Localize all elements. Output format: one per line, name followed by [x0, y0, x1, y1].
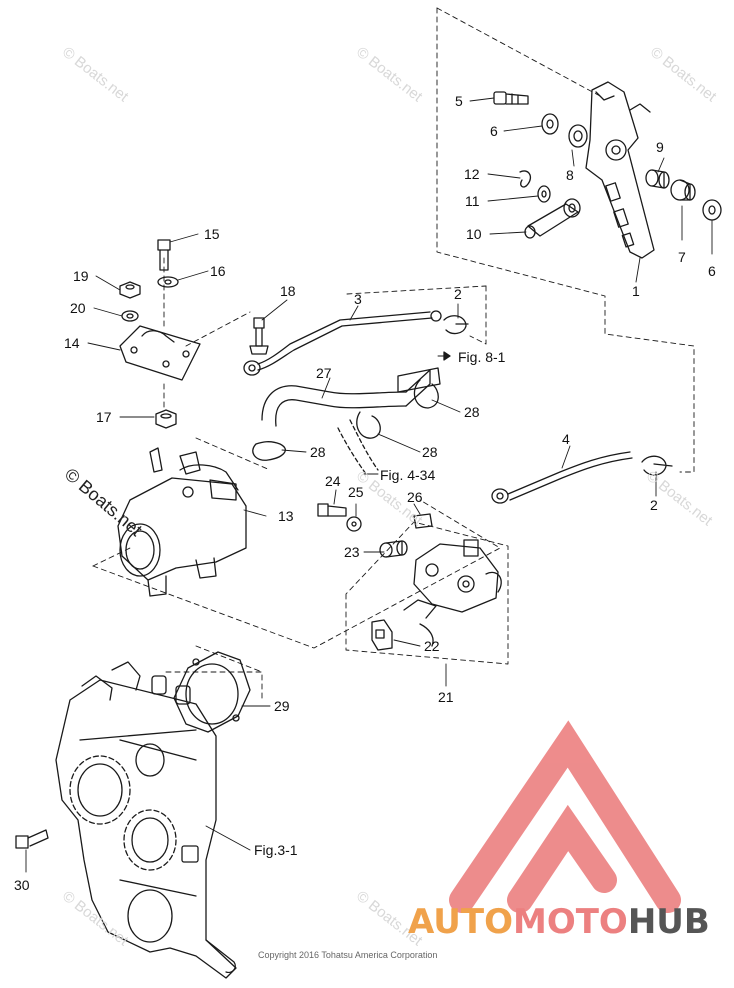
callout-30: 30 [14, 877, 30, 893]
callout-9: 9 [656, 139, 664, 155]
callout-27: 27 [316, 365, 332, 381]
fig-ref-8-1[interactable]: Fig. 8-1 [458, 349, 506, 365]
pad-26 [413, 513, 433, 529]
washer-20 [121, 310, 139, 322]
callout-28a: 28 [464, 404, 480, 420]
clip-12 [519, 170, 532, 188]
callout-23: 23 [344, 544, 360, 560]
automotohub-logo-mark [449, 720, 681, 913]
washer-6b [702, 199, 722, 221]
stud-18 [249, 317, 269, 355]
callout-24: 24 [325, 473, 341, 489]
washer-6a [541, 113, 559, 135]
callout-29: 29 [274, 698, 290, 714]
callout-13: 13 [278, 508, 294, 524]
automotohub-logo-text: AUTOMOTOHUB [408, 902, 710, 942]
throttle-body-13 [117, 447, 247, 597]
callout-26: 26 [407, 489, 423, 505]
bolt-5 [493, 91, 529, 105]
callout-14: 14 [64, 335, 80, 351]
bracket-14 [119, 325, 201, 381]
nut-19 [119, 281, 141, 299]
callout-2b: 2 [650, 497, 658, 513]
callout-22: 22 [424, 638, 440, 654]
bushing-8 [568, 124, 588, 148]
callout-28c: 28 [310, 444, 326, 460]
callout-16: 16 [210, 263, 226, 279]
hose-clip-28b [356, 411, 381, 439]
collar-9 [645, 169, 670, 189]
bolt-15 [157, 239, 171, 271]
logo-auto: AUTO [408, 902, 513, 942]
bolt-24 [317, 503, 347, 517]
callout-1: 1 [632, 283, 640, 299]
callout-6b: 6 [708, 263, 716, 279]
callout-25: 25 [348, 484, 364, 500]
assembly-guide-lines [92, 7, 695, 701]
callout-17: 17 [96, 409, 112, 425]
callout-19: 19 [73, 268, 89, 284]
link-rod-4 [491, 451, 633, 504]
clip-2b [641, 455, 673, 476]
collar-23 [379, 540, 408, 558]
bolt-30 [15, 829, 49, 849]
leader-lines [25, 97, 713, 873]
fig-ref-4-34[interactable]: Fig. 4-34 [380, 467, 436, 483]
bushing-7 [670, 179, 696, 201]
throttle-cam [403, 539, 502, 647]
callout-8: 8 [566, 167, 574, 183]
link-rod-3 [243, 310, 442, 376]
callout-18: 18 [280, 283, 296, 299]
callout-15: 15 [204, 226, 220, 242]
hose-clip-28c [252, 441, 286, 461]
hose-clip-28a [413, 379, 439, 409]
fig-ref-3-1[interactable]: Fig.3-1 [254, 842, 298, 858]
clip-2a [443, 315, 469, 335]
logo-hub: HUB [627, 902, 710, 942]
callout-21: 21 [438, 689, 454, 705]
washer-16 [157, 276, 179, 288]
link-rod-10 [524, 198, 581, 239]
callout-10: 10 [466, 226, 482, 242]
callout-11: 11 [465, 193, 480, 209]
logo-moto: MOTO [512, 902, 628, 942]
callout-12: 12 [464, 166, 480, 182]
callout-28b: 28 [422, 444, 438, 460]
hose-27 [261, 367, 441, 475]
nut-17 [155, 409, 177, 429]
callout-2a: 2 [454, 286, 462, 302]
washer-25 [346, 516, 362, 532]
throttle-lever [585, 81, 655, 259]
callout-7: 7 [678, 249, 686, 265]
copyright-text: Copyright 2016 Tohatsu America Corporati… [258, 950, 438, 960]
arrow-fig81 [443, 351, 451, 361]
cylinder-block [55, 661, 237, 979]
washer-11 [537, 185, 551, 203]
callout-4: 4 [562, 431, 570, 447]
callout-6a: 6 [490, 123, 498, 139]
callout-20: 20 [70, 300, 86, 316]
callout-5: 5 [455, 93, 463, 109]
bracket-22 [371, 619, 393, 651]
callout-3: 3 [354, 291, 362, 307]
gasket-29 [173, 651, 251, 733]
